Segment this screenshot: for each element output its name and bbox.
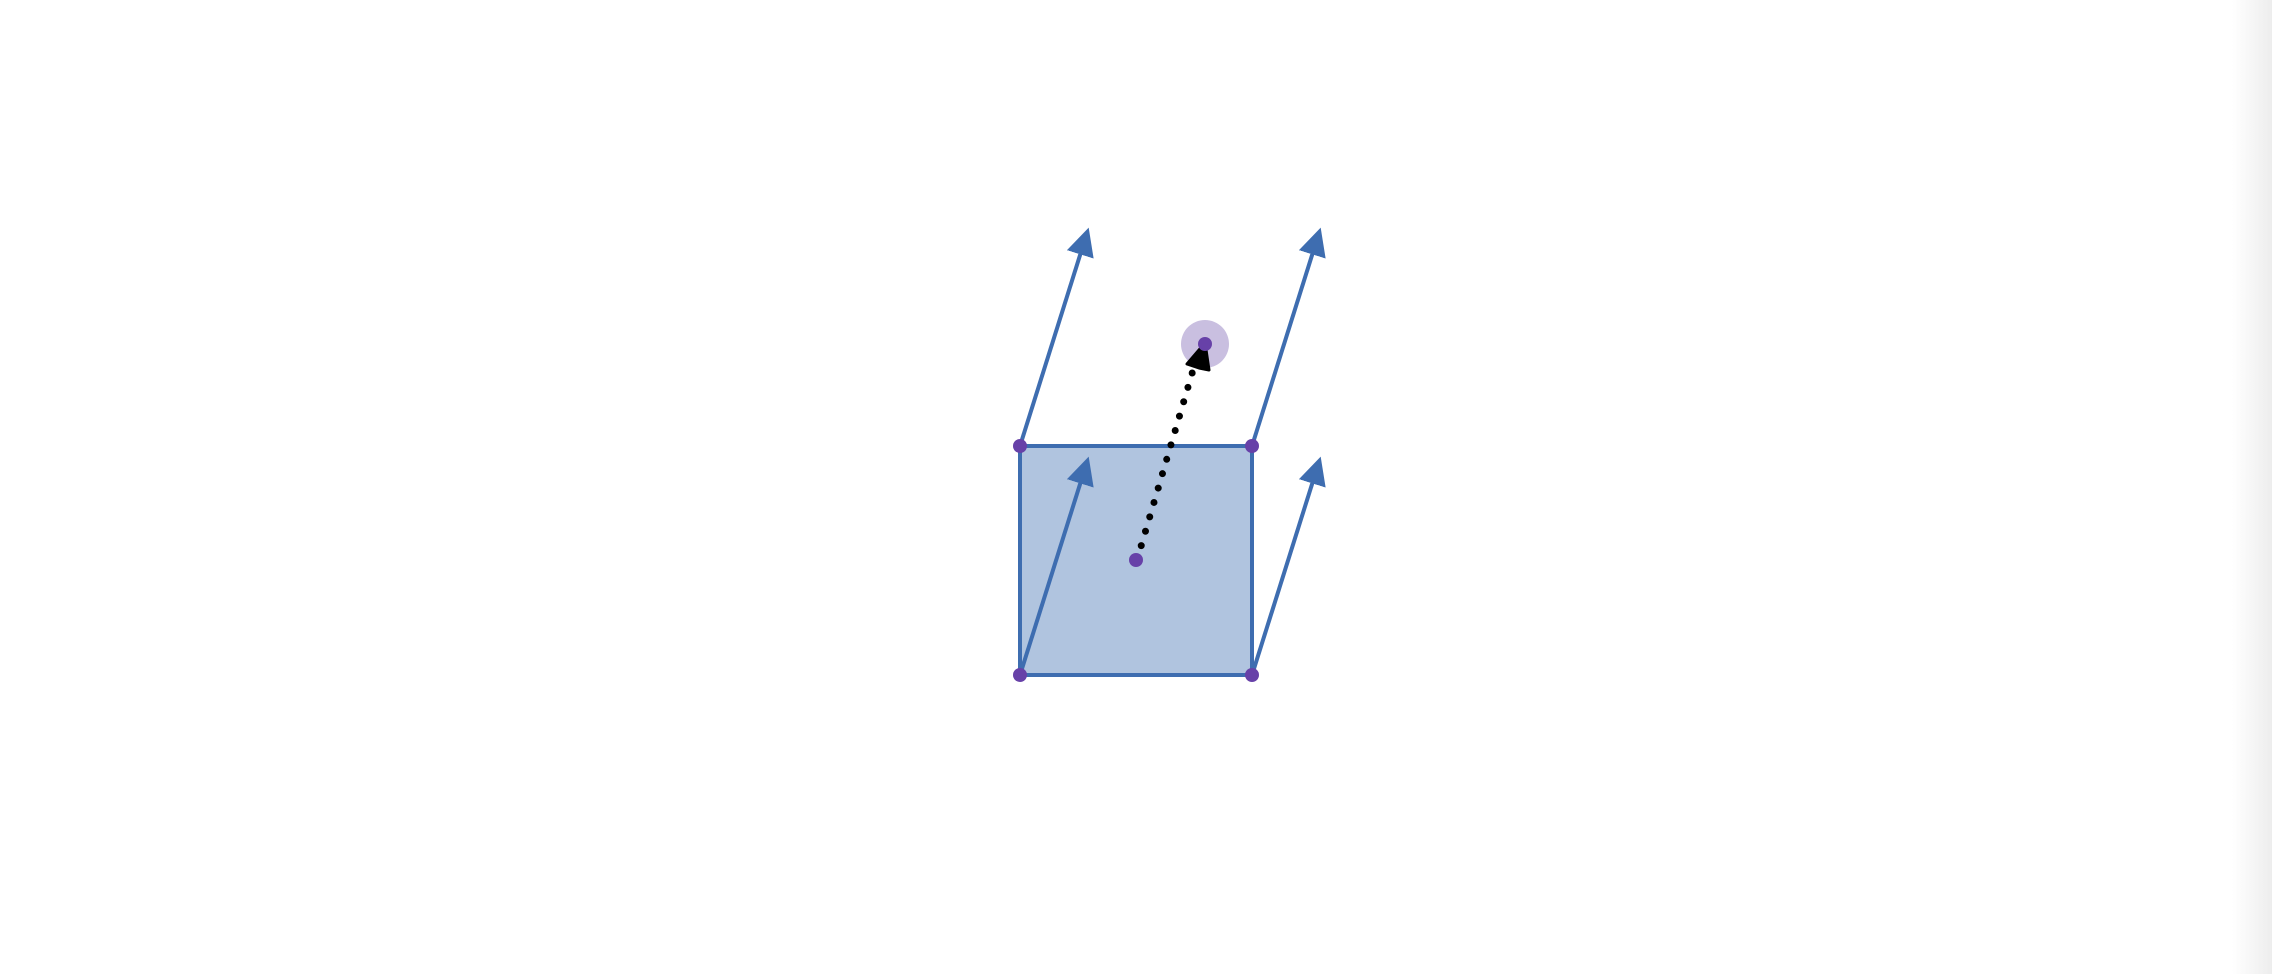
vertex-top-left[interactable]: [1013, 439, 1027, 453]
vector-top-right[interactable]: [1250, 227, 1326, 447]
vertex-bottom-right[interactable]: [1245, 668, 1259, 682]
vertex-top-right[interactable]: [1245, 439, 1259, 453]
points: [1013, 337, 1259, 682]
translation-vectors: [1018, 227, 1326, 676]
vector-bottom-right[interactable]: [1250, 456, 1326, 676]
drag-start-point[interactable]: [1129, 553, 1143, 567]
vector-bottom-left[interactable]: [1018, 456, 1094, 676]
vertex-bottom-left[interactable]: [1013, 668, 1027, 682]
vector-top-left[interactable]: [1018, 227, 1094, 447]
dotted-drag-path: [1133, 356, 1200, 564]
drag-end-point[interactable]: [1198, 337, 1212, 351]
right-edge-shadow: [2232, 0, 2272, 974]
